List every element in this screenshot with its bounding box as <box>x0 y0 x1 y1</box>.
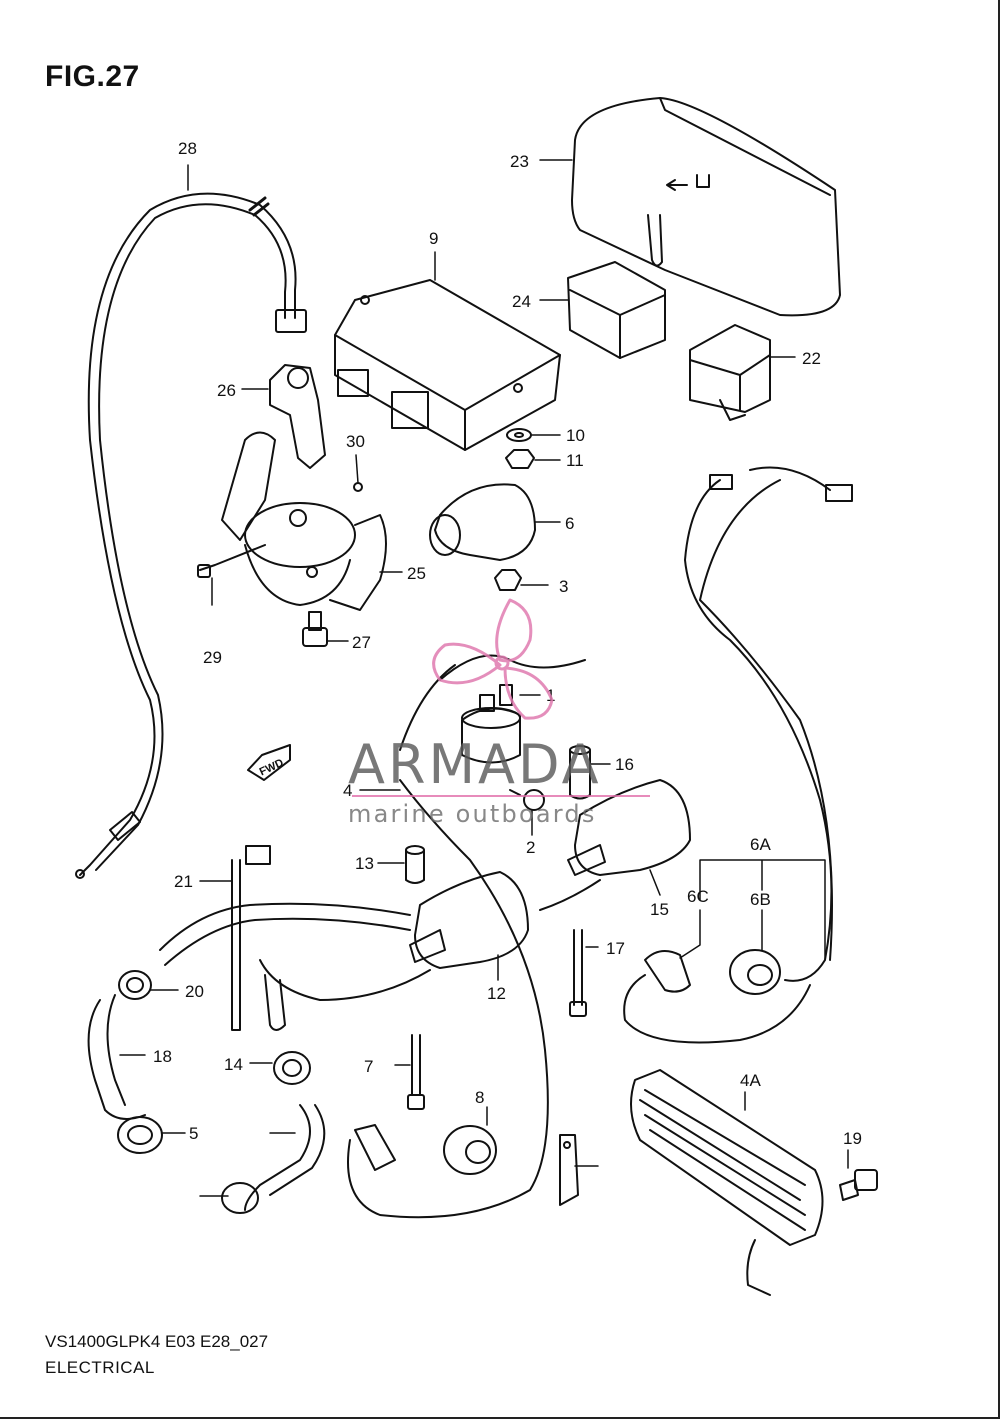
part-5-clamp <box>559 1134 579 1206</box>
part-13-spacer <box>405 845 425 884</box>
part-20-grommet-b <box>273 1051 311 1085</box>
callout-9: 9 <box>429 229 438 248</box>
callout-6b: 6B <box>750 890 771 909</box>
part-20-grommet-a <box>118 970 152 1000</box>
callout-20b: 14 <box>224 1055 243 1074</box>
callout-27: 27 <box>352 633 371 652</box>
part-3-nut <box>494 569 522 591</box>
callout-2: 2 <box>526 838 535 857</box>
callout-22: 22 <box>802 349 821 368</box>
part-25-horn <box>221 431 387 611</box>
callout-7: 4A <box>740 1071 761 1090</box>
part-14-bolt <box>407 1034 425 1110</box>
callout-20a: 20 <box>185 982 204 1001</box>
watermark-logo-icon <box>432 598 554 720</box>
callout-labels: 28 23 9 24 26 30 22 10 11 6 25 3 27 29 1… <box>153 139 862 1148</box>
callout-17: 17 <box>606 939 625 958</box>
callout-23: 23 <box>510 152 529 171</box>
callout-28: 28 <box>178 139 197 158</box>
callout-29: 29 <box>203 648 222 667</box>
callout-15: 15 <box>650 900 669 919</box>
callout-25: 25 <box>407 564 426 583</box>
watermark-brand: ARMADA <box>348 733 602 796</box>
part-29-bolt <box>197 544 266 578</box>
part-8-bolt <box>839 1169 878 1201</box>
part-17-bolt <box>569 929 587 1017</box>
part-6-cap <box>429 483 536 561</box>
part-23-cover <box>571 97 841 317</box>
callout-11: 11 <box>566 451 584 470</box>
callout-26: 26 <box>217 381 236 400</box>
callout-10: 10 <box>566 426 585 445</box>
callout-6a: 6A <box>750 835 771 854</box>
leader-lines <box>119 159 849 1197</box>
part-10-washer <box>506 428 532 442</box>
part-2-bolt <box>509 789 545 811</box>
part-27-bolt <box>302 611 328 647</box>
fwd-arrow-icon <box>247 744 291 781</box>
callout-3: 3 <box>559 577 568 596</box>
callout-12: 12 <box>487 984 506 1003</box>
part-4a-sensor <box>347 779 549 1219</box>
part-22-relay <box>689 324 771 421</box>
part-12-coil <box>409 871 529 969</box>
part-6c-sensor <box>623 950 811 1044</box>
part-18-hose-lower <box>244 959 431 1211</box>
part-18-hose-upper <box>87 902 411 1120</box>
part-6b-sensor <box>729 949 781 995</box>
callout-4: 4 <box>343 781 352 800</box>
part-30-screw <box>353 482 363 492</box>
part-28-cable <box>75 192 307 879</box>
watermark-tagline: marine outboards <box>348 800 597 828</box>
part-21-tie <box>231 845 271 1031</box>
callout-21: 21 <box>174 872 193 891</box>
section-title: ELECTRICAL <box>45 1358 155 1377</box>
part-9-ecu <box>334 279 561 451</box>
callout-19a: 5 <box>189 1124 198 1143</box>
callout-14: 7 <box>364 1057 373 1076</box>
part-24-relay <box>567 261 666 359</box>
figure-title: FIG.27 <box>45 60 140 93</box>
callout-4a: 8 <box>475 1088 484 1107</box>
model-code: VS1400GLPK4 E03 E28_027 <box>45 1332 269 1351</box>
callout-18a: 18 <box>153 1047 172 1066</box>
part-19-cap-a <box>117 1116 163 1154</box>
callout-6c: 6C <box>687 887 709 906</box>
callout-30: 30 <box>346 432 365 451</box>
watermark-divider <box>352 795 650 797</box>
part-15-coil <box>539 779 691 911</box>
callout-6: 6 <box>565 514 574 533</box>
part-7-regulator <box>630 1069 824 1296</box>
callout-13: 13 <box>355 854 374 873</box>
part-19-cap-b <box>221 1182 259 1214</box>
callout-8: 19 <box>843 1129 862 1148</box>
part-26-bracket <box>269 364 326 469</box>
callout-24: 24 <box>512 292 531 311</box>
callout-16: 16 <box>615 755 634 774</box>
part-11-nut <box>505 449 535 469</box>
